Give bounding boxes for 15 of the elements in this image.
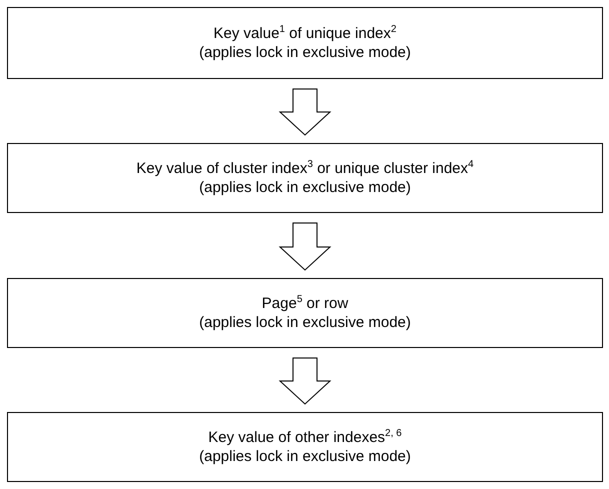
box-heading: Page$^{5}$ or row xyxy=(262,294,348,313)
process-box xyxy=(7,278,603,348)
process-box xyxy=(7,7,603,79)
box-note: (applies lock in exclusive mode) xyxy=(199,178,411,197)
process-box xyxy=(7,412,603,482)
block-arrow xyxy=(278,358,332,405)
box-heading: Key value of other indexes$^{2, 6}$ xyxy=(208,428,402,447)
box-heading: Key value of cluster index$^{3}$ or unique cluster index$^{4}$ xyxy=(136,159,474,178)
process-box xyxy=(7,143,603,213)
block-arrow xyxy=(278,88,332,136)
box-heading: Key value$^{1}$ of unique index$^{2}$ xyxy=(214,24,396,43)
block-arrow xyxy=(278,222,332,271)
box-note: (applies lock in exclusive mode) xyxy=(199,43,411,62)
box-note: (applies lock in exclusive mode) xyxy=(199,447,411,466)
box-note: (applies lock in exclusive mode) xyxy=(199,313,411,332)
